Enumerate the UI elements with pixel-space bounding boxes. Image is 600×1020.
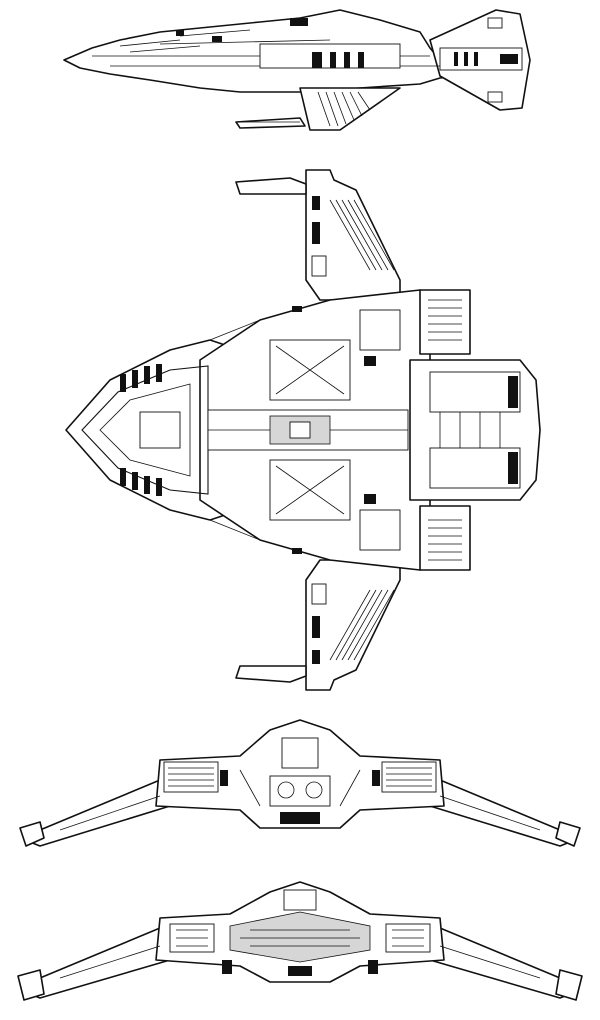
side-view-drawing [63,9,531,131]
side-details [92,17,523,127]
front-details [59,737,541,831]
front-hull [19,719,581,847]
top-view-drawing [65,169,541,691]
top-details [81,196,521,664]
rear-details [59,889,541,979]
front-view-drawing [19,719,581,847]
rear-view-drawing [17,881,583,1001]
